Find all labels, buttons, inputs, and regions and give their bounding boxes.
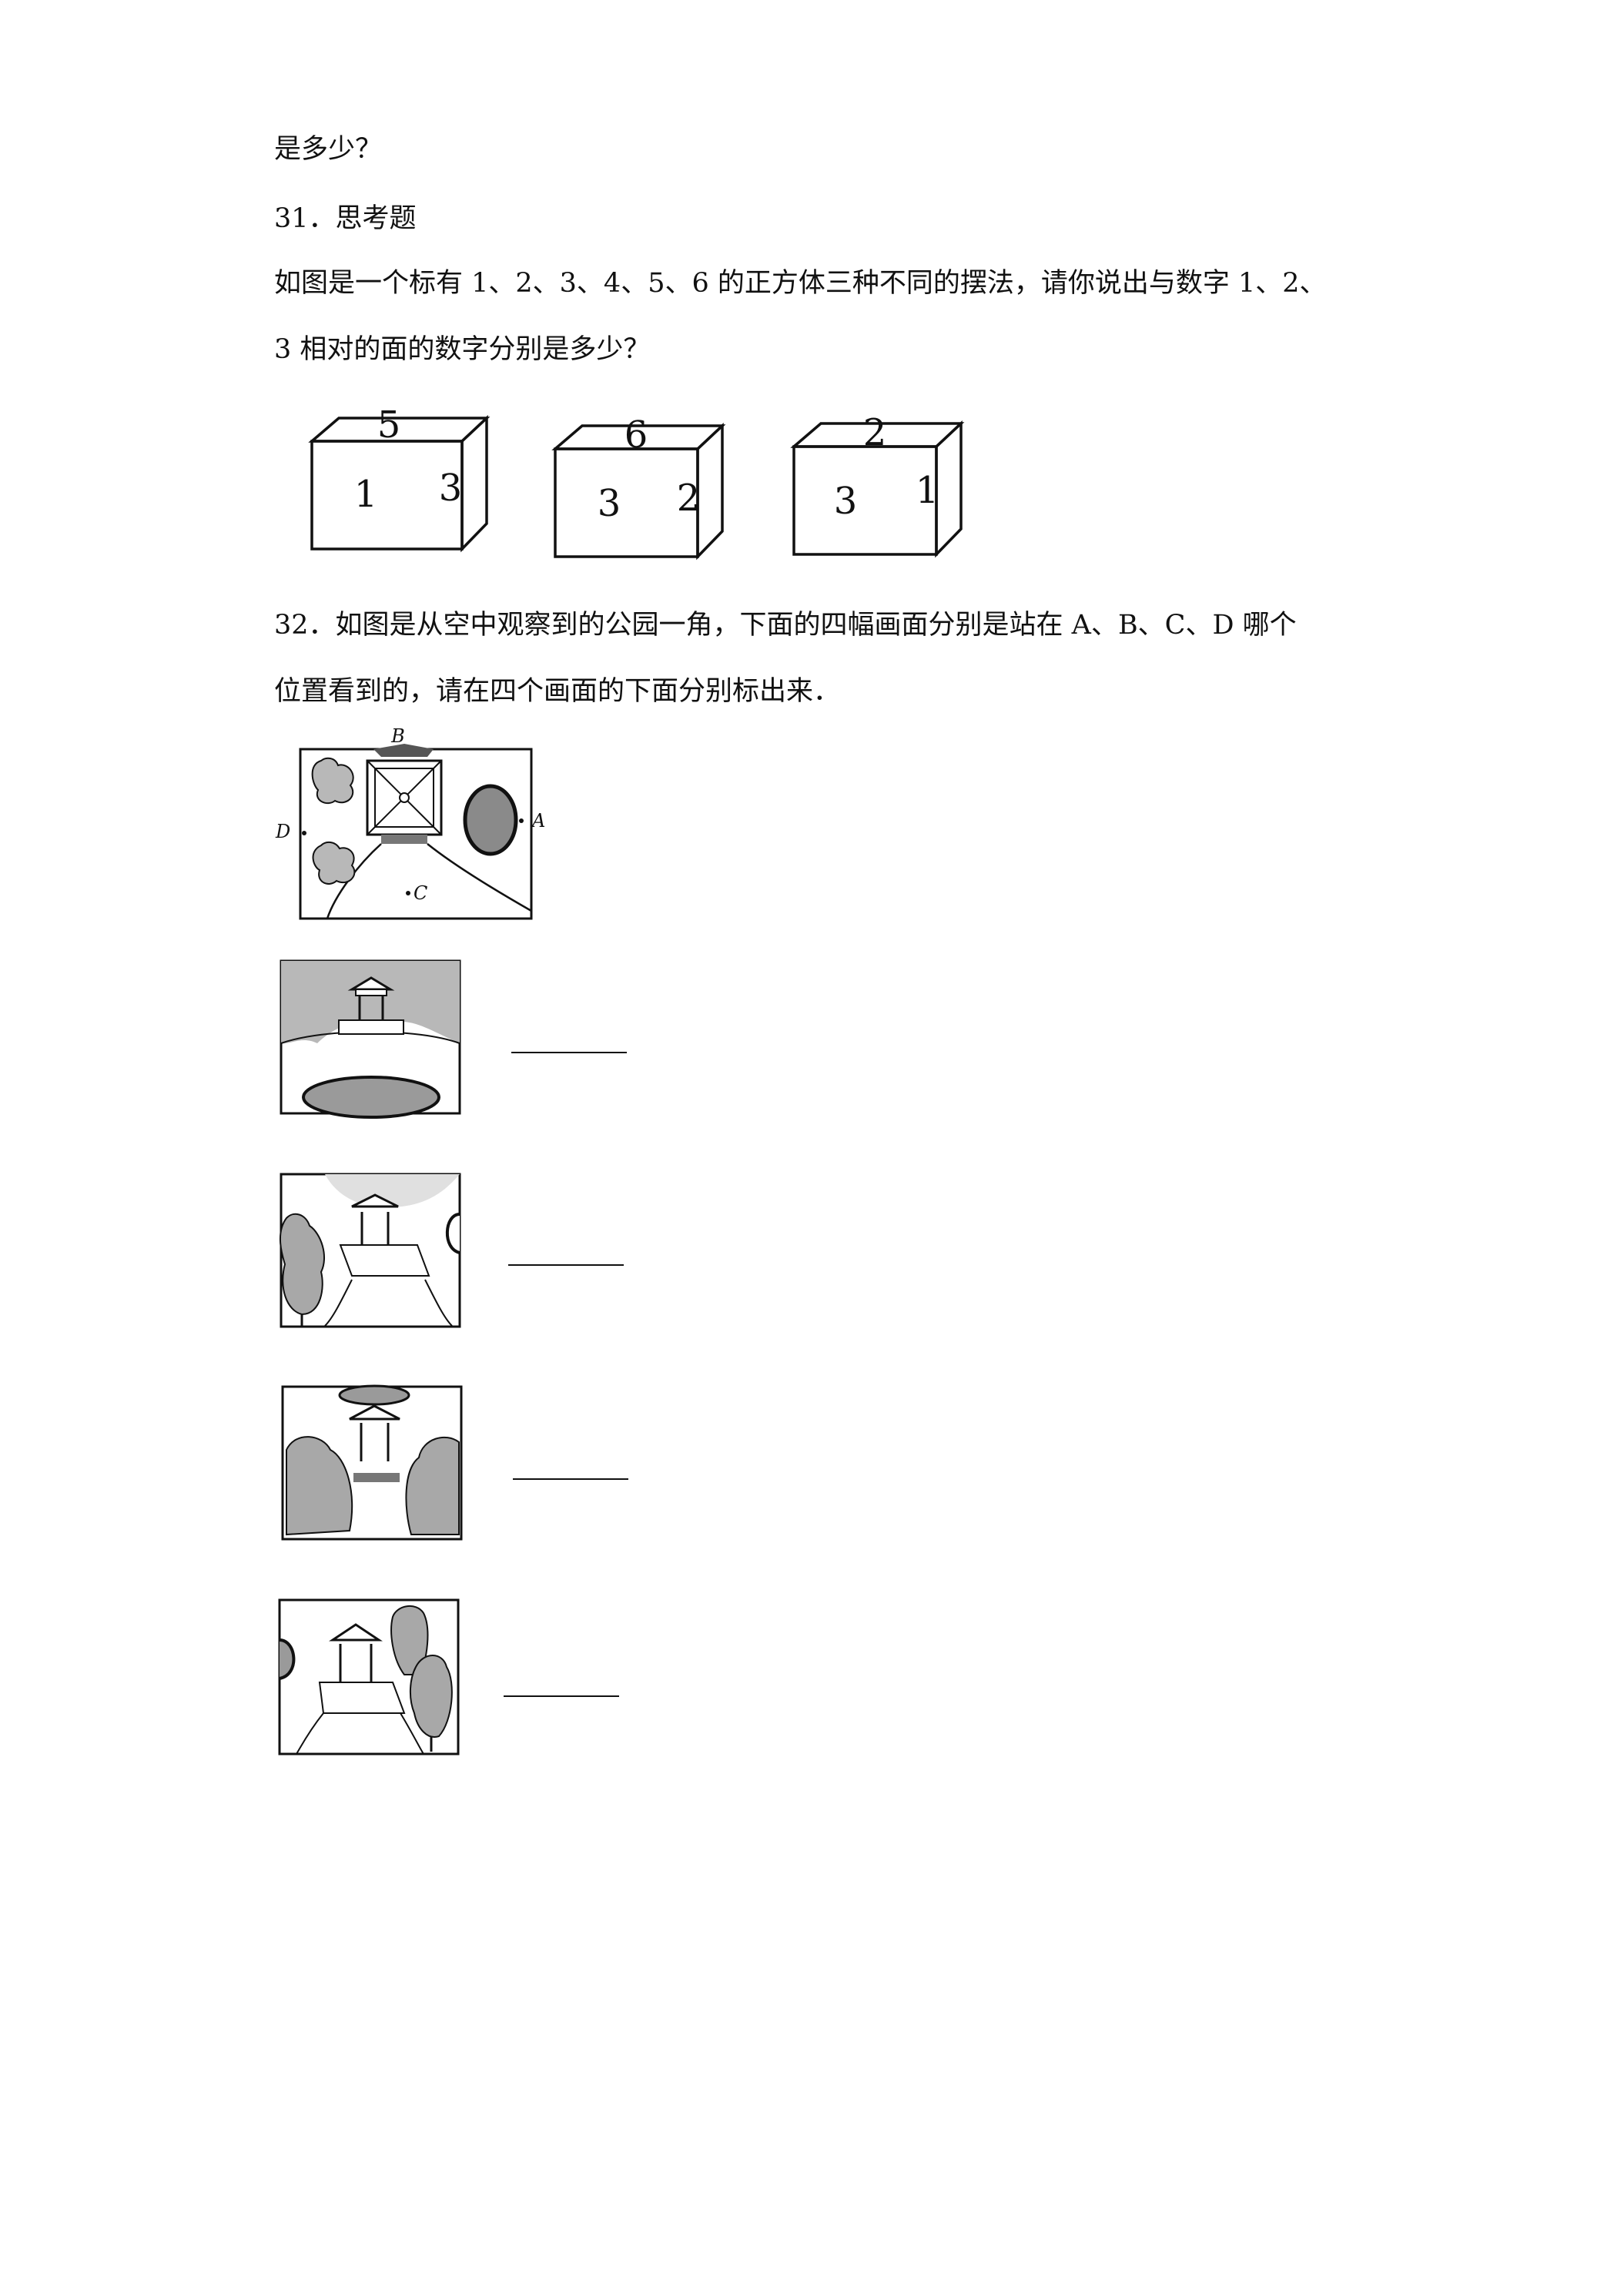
q32-text-line2: 位置看到的，请在四个画面的下面分别标出来． <box>274 676 841 707</box>
q31-text-line2: 3 相对的面的数字分别是多少？ <box>274 334 651 365</box>
answer-blank-4[interactable] <box>504 1695 619 1697</box>
answer-blank-1[interactable] <box>511 1052 627 1053</box>
q31-title: 31．思考题 <box>274 203 417 234</box>
map-label-a: A <box>531 810 545 832</box>
cube3-front-number: 3 <box>834 480 858 523</box>
answer-blank-3[interactable] <box>513 1478 628 1480</box>
cube1-right-number: 3 <box>439 467 463 510</box>
cube2-front-number: 3 <box>598 482 621 525</box>
cube-figure-1: 5 1 3 <box>308 403 491 553</box>
view-picture-3 <box>281 1384 463 1541</box>
park-aerial-map: B A D C <box>275 725 545 920</box>
cube2-top-number: 6 <box>624 413 648 457</box>
map-label-b: B <box>390 725 405 747</box>
cube1-top-number: 5 <box>377 403 401 447</box>
cube2-right-number: 2 <box>677 477 701 520</box>
view-picture-1 <box>280 959 461 1119</box>
cube-figure-2: 6 3 2 <box>551 413 726 561</box>
answer-blank-2[interactable] <box>508 1264 624 1266</box>
map-label-d: D <box>275 821 290 842</box>
continued-question-text: 是多少？ <box>274 134 383 165</box>
cube3-top-number: 2 <box>863 411 887 454</box>
view-picture-2 <box>280 1173 461 1328</box>
cube3-right-number: 1 <box>916 469 939 512</box>
map-label-c: C <box>414 882 427 904</box>
view-picture-4 <box>278 1598 460 1755</box>
q31-text-line1: 如图是一个标有 1、2、3、4、5、6 的正方体三种不同的摆法，请你说出与数字 … <box>274 268 1327 299</box>
cube-figure-3: 2 3 1 <box>790 411 965 558</box>
q32-text-line1: 32．如图是从空中观察到的公园一角，下面的四幅画面分别是站在 A、B、C、D 哪… <box>274 610 1297 641</box>
cube1-front-number: 1 <box>354 473 378 516</box>
